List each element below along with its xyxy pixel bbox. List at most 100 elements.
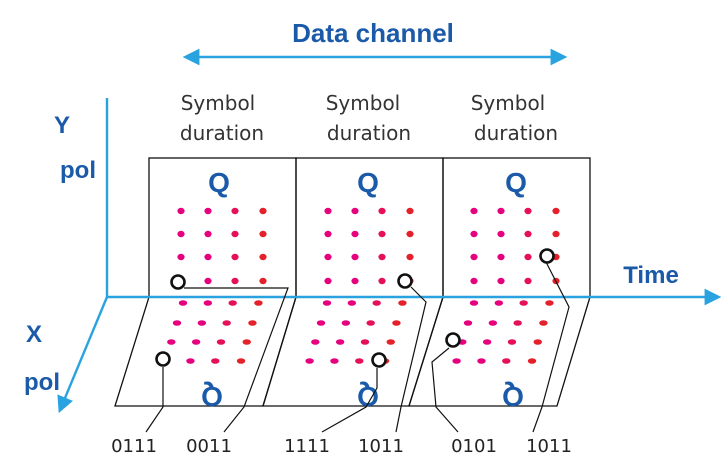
symbol-duration-labels: Symbol duration Symbol duration Symbol d… [180,91,558,145]
constellation-dot [216,339,226,345]
q-label-y-1: Q [208,167,230,198]
constellation-dot [398,300,407,306]
constellation-dot [497,277,505,285]
constellation-dot [545,300,554,306]
constellation-dot [203,300,213,306]
constellation-dot [259,253,267,261]
bit-label-3: 1111 [284,436,330,457]
x-symbol-box-3 [408,296,591,407]
leader-line-5 [431,347,459,433]
constellation-dot [386,339,395,345]
constellation-dot [177,253,185,261]
axes [57,98,722,414]
constellation-dot [351,207,359,215]
constellation-dot [527,358,537,364]
constellation-dot [316,320,326,326]
symbol-label-2-line2: duration [327,121,411,145]
constellation-dot [513,320,522,326]
symbol-marker-6 [539,248,555,264]
constellation-dot [378,207,386,215]
constellation-dot [322,300,332,306]
constellation-dot [351,230,359,238]
constellation-dot [177,207,185,215]
constellation-dot [497,253,505,261]
symbol-label-3-line1: Symbol [471,91,546,115]
constellation-dot [254,300,263,306]
constellation-dot [351,277,359,285]
symbol-marker-1 [155,351,171,367]
symbol-marker-3 [371,352,387,368]
constellation-dot [470,277,478,285]
constellation-dot [242,339,251,345]
x-pol-axis [57,296,109,414]
constellation-dot [324,277,332,285]
constellation-dot [392,320,401,326]
constellation-dot [552,230,560,238]
constellation-dot [259,230,267,238]
symbol-label-1-line1: Symbol [181,91,256,115]
constellation-dot [470,207,478,215]
constellation-dot [211,358,220,364]
constellation-dot [347,300,357,306]
constellation-dot [259,207,267,215]
constellation-dot [366,320,375,326]
constellation-dot [539,320,548,326]
constellation-dot [477,358,486,364]
bit-labels: 0111 0011 1111 1011 0101 1011 [111,436,572,457]
constellation-dot [228,300,237,306]
symbol-label-3-line2: duration [474,121,558,145]
constellation-dot [482,339,492,345]
constellation-dot [305,358,314,364]
leader-line-4 [395,286,427,433]
constellation-dot [488,320,498,326]
constellation-dot [524,253,532,261]
q-label-y-3: Q [505,167,527,198]
constellation-dot [497,230,505,238]
y-pol-label-line1: Y [54,112,70,139]
constellation-dot [311,339,320,345]
constellation-dot [494,300,504,306]
constellation-dot [177,230,185,238]
constellation-dot [524,207,532,215]
constellation-dot [406,207,414,215]
constellation-dot [502,358,511,364]
x-pol-label-line2: pol [24,369,60,396]
symbol-marker-4 [397,273,413,289]
symbol-label-2-line1: Symbol [326,91,401,115]
q-label-x-1: Q [201,381,223,412]
q-label-y-2: Q [357,167,379,198]
constellation-dot [378,277,386,285]
constellation-dot [355,358,364,364]
symbol-marker-5 [445,332,461,348]
constellation-dot [259,277,267,285]
constellation-dot [351,253,359,261]
constellation-dot [519,300,528,306]
constellation-dot [360,339,370,345]
constellation-dot [469,300,479,306]
constellation-dot [191,339,201,345]
q-label-x-3: Q [502,381,524,412]
constellation-dot [231,230,239,238]
constellation-dot [197,320,207,326]
constellation-dot [524,277,532,285]
constellation-dot [378,253,386,261]
constellation-dot [204,207,212,215]
constellation-dot [533,339,542,345]
constellation-dot [406,230,414,238]
constellation-dot [178,300,188,306]
q-label-x-2: Q [357,381,379,412]
constellation-dot [463,320,473,326]
constellation-dot [524,230,532,238]
constellation-dot [335,339,345,345]
leader-line-3 [321,368,378,433]
q-labels: Q Q Q Q Q Q [201,167,527,412]
constellation-dot [330,358,339,364]
y-pol-label-line2: pol [60,157,96,184]
constellation-dot [324,253,332,261]
constellation-dot [341,320,351,326]
constellation-dot [497,207,505,215]
symbol-marker-2 [170,274,186,290]
constellation-dot [222,320,231,326]
constellation-dot [186,358,195,364]
